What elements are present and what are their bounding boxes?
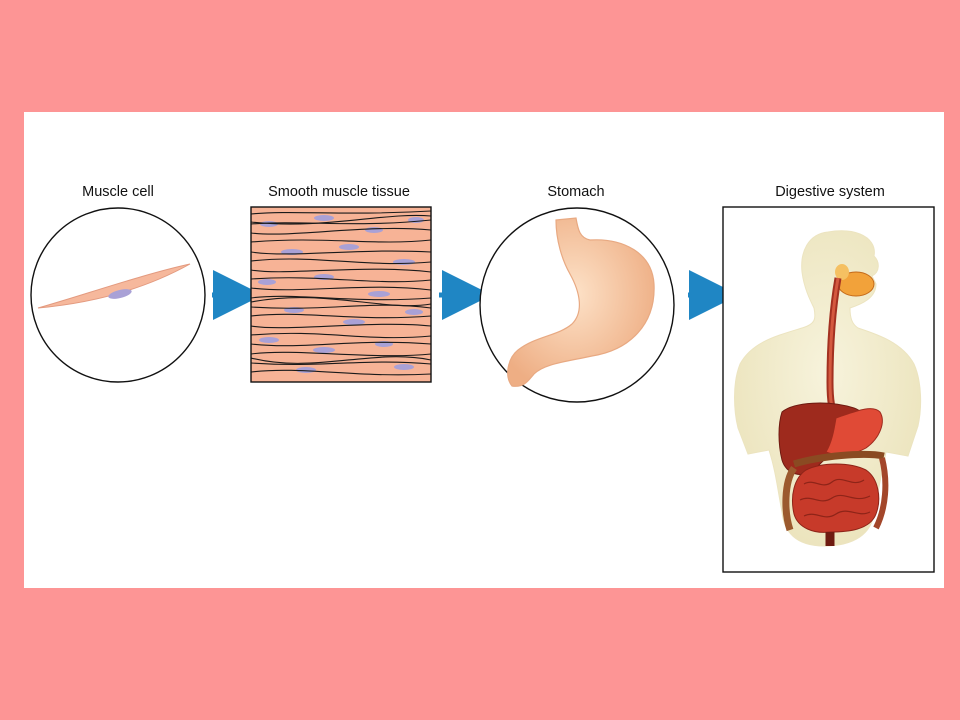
diagram-illustration [30, 206, 935, 573]
nucleus-icon [108, 289, 132, 299]
stage-label-digestive-system: Digestive system [775, 184, 885, 200]
stomach-illustration [479, 207, 675, 403]
muscle-cell-illustration [30, 207, 206, 383]
stage-label-muscle-cell: Muscle cell [82, 184, 154, 200]
stage-label-stomach: Stomach [547, 184, 605, 200]
digestive-system-illustration [722, 206, 935, 573]
smooth-muscle-tissue-illustration [250, 206, 432, 383]
diagram-panel: Muscle cell Smooth muscle tissue Stomach… [24, 112, 944, 588]
stage-label-smooth-muscle-tissue: Smooth muscle tissue [268, 184, 410, 200]
